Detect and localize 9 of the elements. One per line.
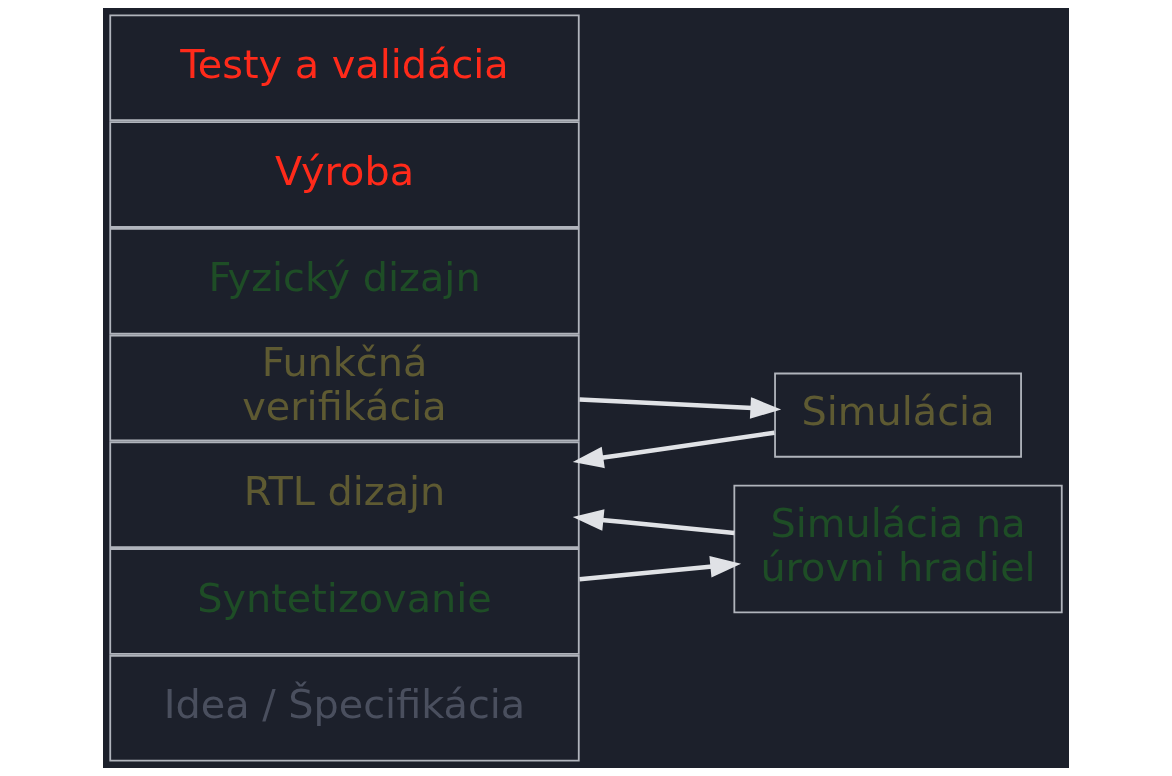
arrow: [572, 430, 775, 469]
node-box: Výroba: [109, 121, 580, 228]
node-box: RTL dizajn: [109, 441, 580, 549]
arrow: [579, 556, 742, 582]
node-box: Funkčná verifikácia: [109, 334, 580, 442]
node-box: Simulácia: [774, 372, 1022, 458]
arrow: [579, 397, 782, 419]
node-box: Testy a validácia: [109, 14, 580, 122]
arrow: [572, 509, 735, 536]
